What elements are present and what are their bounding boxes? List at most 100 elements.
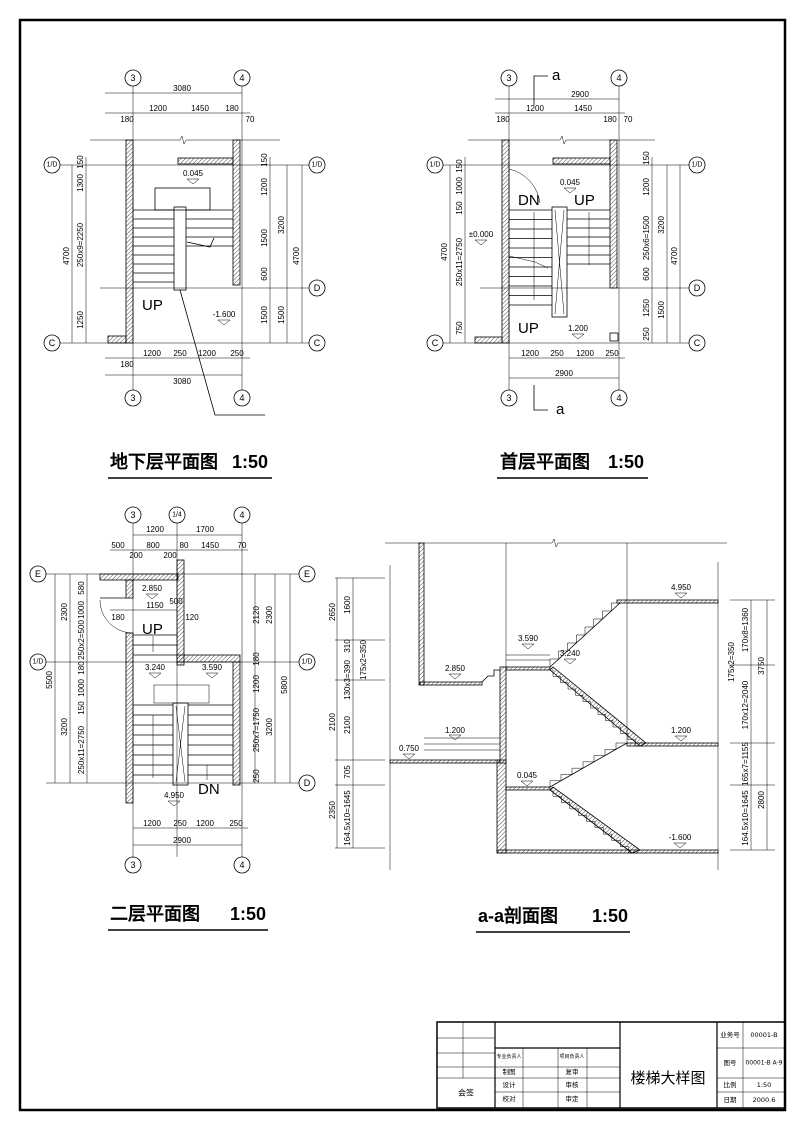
elevation-label: 0.045: [183, 169, 204, 178]
dim-label: 1450: [574, 104, 592, 113]
dim-label: 1200: [143, 819, 161, 828]
section-mark-label: a: [552, 67, 561, 84]
dim-label: 1200: [521, 349, 539, 358]
field-label: 业务号: [720, 1030, 740, 1039]
dim-label: 130x3=390: [343, 660, 352, 700]
dim-label: 500: [111, 541, 125, 550]
dim-label: 705: [343, 765, 352, 779]
dim-label: 250: [230, 349, 244, 358]
dim-label: 5800: [280, 676, 289, 694]
dim-label: 250x7=1750: [252, 707, 261, 752]
dim-label: 580: [77, 581, 86, 595]
basement-plan: 3 4 3 4 1/D C 1/D D C 3080 1200 1450 180…: [43, 69, 326, 479]
field-value: 00001-B A-9: [745, 1060, 782, 1067]
dim-label: 180: [496, 115, 510, 124]
section-a-a: 4.950 3.590 3.240 2.850 1.200 0.750 1.20…: [328, 538, 775, 933]
dim-label: 1500: [657, 301, 666, 319]
dim-label: 1450: [201, 541, 219, 550]
drawing-scale: 1:50: [592, 906, 628, 926]
dim-label: 1500: [260, 306, 269, 324]
dim-label: 180: [603, 115, 617, 124]
field-value: 2000.6: [753, 1096, 776, 1104]
axis-label: E: [35, 569, 41, 579]
stair-direction-label: UP: [142, 297, 163, 314]
dim-label: 180: [77, 661, 86, 675]
stair-direction-label: UP: [142, 621, 163, 638]
dim-label: 80: [180, 541, 189, 550]
dim-label: 3080: [173, 377, 191, 386]
axis-label: 3: [506, 73, 511, 83]
dim-label: 3750: [757, 657, 766, 675]
axis-label: 1/D: [430, 162, 441, 169]
axis-label: E: [304, 569, 310, 579]
axis-label: C: [49, 338, 56, 348]
drawing-title: 二层平面图: [110, 904, 200, 924]
field-label: 图号: [724, 1059, 738, 1067]
dim-label: 250: [229, 819, 243, 828]
dim-label: 2900: [555, 369, 573, 378]
role-label: 审核: [566, 1080, 580, 1089]
dim-label: 1200: [526, 104, 544, 113]
stair-direction-label: UP: [574, 192, 595, 209]
dim-label: 1200: [149, 104, 167, 113]
dim-label: 150: [77, 701, 86, 715]
axis-label: 4: [616, 393, 621, 403]
axis-label: 1/D: [692, 162, 703, 169]
countersign-label: 会签: [458, 1088, 474, 1098]
elevation-label: 0.750: [399, 744, 420, 753]
dim-label: 2650: [328, 603, 337, 621]
dim-label: 1200: [196, 819, 214, 828]
elevation-label: 1.200: [445, 726, 466, 735]
axis-label: 1/D: [302, 659, 313, 666]
dim-label: 1000: [77, 679, 86, 697]
dim-label: 250x11=2750: [455, 237, 464, 286]
dim-label: 250x11=2750: [77, 725, 86, 774]
role-label: 项目负责人: [559, 1053, 584, 1060]
dim-label: 1200: [642, 178, 651, 196]
dimensions: 3080 1200 1450 180 180 70 4700 250x9=225…: [62, 84, 301, 386]
dim-label: 2900: [571, 90, 589, 99]
dim-label: 2300: [265, 606, 274, 624]
dim-label: 180: [225, 104, 239, 113]
dim-label: 1500: [260, 229, 269, 247]
dim-label: 5500: [45, 671, 54, 689]
second-floor-plan: 3 1/4 4 3 4 E 1/D E 1/D D 1200 1700 500 …: [29, 506, 316, 931]
dim-label: 150: [455, 159, 464, 173]
axis-markers: 3 4 3 4 1/D C 1/D D C: [43, 69, 326, 407]
dim-label: 1600: [343, 596, 352, 614]
role-label: 设计: [503, 1080, 517, 1089]
elevation-label: 3.590: [518, 634, 539, 643]
dim-label: 3080: [173, 84, 191, 93]
dim-label: 150: [260, 153, 269, 167]
dim-label: 150: [76, 155, 85, 169]
dim-label: 180: [252, 652, 261, 666]
axis-label: 3: [506, 393, 511, 403]
dim-label: 150: [455, 201, 464, 215]
axis-label: 1/D: [33, 659, 44, 666]
dim-label: 1300: [76, 174, 85, 192]
dim-label: 3200: [657, 216, 666, 234]
axis-label: 1/D: [47, 162, 58, 169]
role-label: 审定: [566, 1094, 580, 1103]
dim-label: 3200: [277, 216, 286, 234]
dim-label: 175x2=350: [727, 642, 736, 682]
dim-label: 1500: [277, 306, 286, 324]
field-value: 1:50: [757, 1081, 772, 1089]
dim-label: 250: [550, 349, 564, 358]
dim-label: 180: [120, 360, 134, 369]
axis-label: C: [694, 338, 701, 348]
dim-label: 4700: [440, 243, 449, 261]
dim-label: 3200: [265, 718, 274, 736]
drawing-sheet-title: 楼梯大样图: [630, 1069, 705, 1087]
dim-label: 180: [111, 613, 125, 622]
axis-label: 4: [239, 393, 244, 403]
dim-label: 2120: [252, 606, 261, 624]
dim-label: 250: [173, 349, 187, 358]
dim-label: 250: [605, 349, 619, 358]
dim-label: 600: [260, 267, 269, 281]
elevation-label: 1.200: [568, 324, 589, 333]
wall: [177, 157, 234, 165]
axis-label: 1/4: [172, 512, 182, 519]
dim-label: 1200: [576, 349, 594, 358]
dim-label: 250x2=500: [77, 620, 86, 660]
